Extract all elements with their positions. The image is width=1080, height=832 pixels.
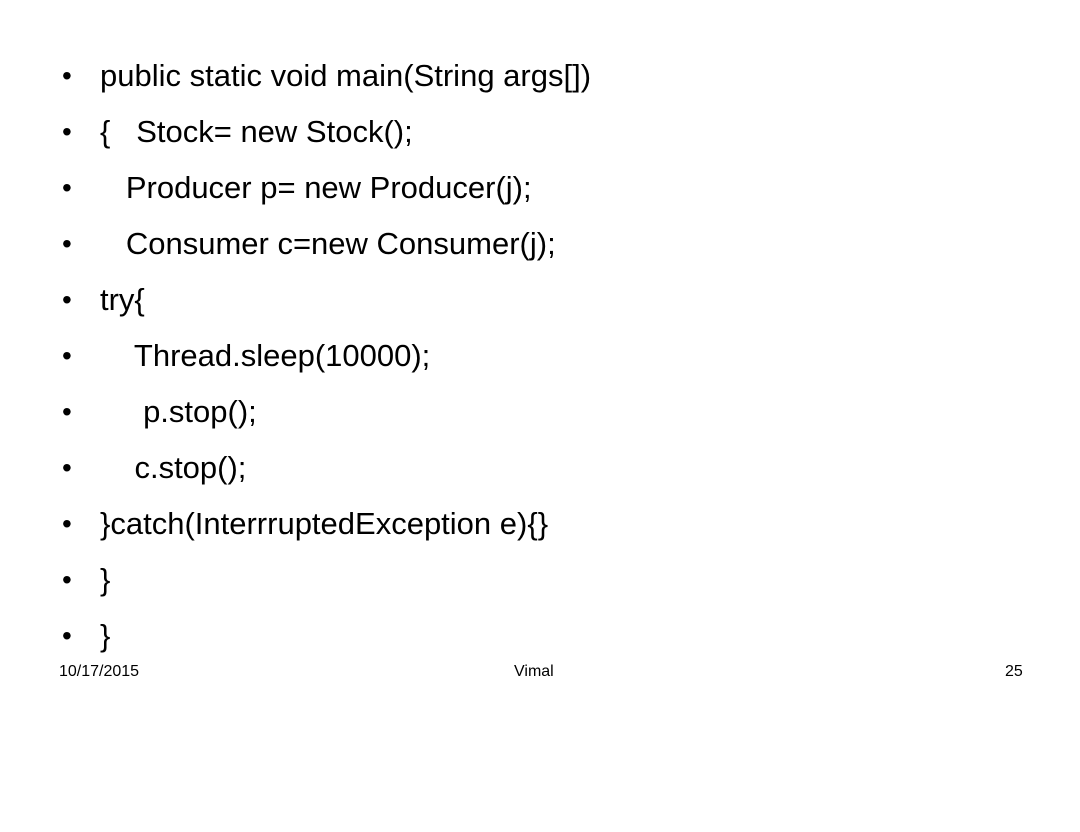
bullet-item: • try{ <box>62 272 1042 328</box>
bullet-icon: • <box>62 508 72 539</box>
bullet-item: • Thread.sleep(10000); <box>62 328 1042 384</box>
bullet-item: • c.stop(); <box>62 440 1042 496</box>
bullet-icon: • <box>62 620 72 651</box>
bullet-item: • { Stock= new Stock(); <box>62 104 1042 160</box>
bullet-item: • } <box>62 608 1042 664</box>
code-line: } <box>100 562 111 597</box>
code-line: Thread.sleep(10000); <box>100 338 431 373</box>
bullet-item: • public static void main(String args[]) <box>62 48 1042 104</box>
bullet-item: • Producer p= new Producer(j); <box>62 160 1042 216</box>
bullet-icon: • <box>62 228 72 259</box>
bullet-icon: • <box>62 172 72 203</box>
bullet-item: • Consumer c=new Consumer(j); <box>62 216 1042 272</box>
code-line: p.stop(); <box>100 394 257 429</box>
bullet-icon: • <box>62 564 72 595</box>
bullet-icon: • <box>62 116 72 147</box>
code-line: public static void main(String args[]) <box>100 58 592 93</box>
bullet-icon: • <box>62 340 72 371</box>
bullet-item: • p.stop(); <box>62 384 1042 440</box>
code-line: }catch(InterrruptedException e){} <box>100 506 549 541</box>
bullet-icon: • <box>62 284 72 315</box>
code-line: } <box>100 618 111 653</box>
bullet-item: • }catch(InterrruptedException e){} <box>62 496 1042 552</box>
code-line: Consumer c=new Consumer(j); <box>100 226 556 261</box>
slide: • public static void main(String args[])… <box>59 48 1042 680</box>
code-line: try{ <box>100 282 145 317</box>
bullet-icon: • <box>62 452 72 483</box>
code-line: { Stock= new Stock(); <box>100 114 413 149</box>
code-bullet-list: • public static void main(String args[])… <box>62 48 1042 664</box>
code-line: c.stop(); <box>100 450 247 485</box>
bullet-item: • } <box>62 552 1042 608</box>
footer-author: Vimal <box>514 663 554 680</box>
footer-page-number: 25 <box>1005 663 1023 680</box>
code-line: Producer p= new Producer(j); <box>100 170 532 205</box>
bullet-icon: • <box>62 396 72 427</box>
footer-date: 10/17/2015 <box>59 663 140 680</box>
bullet-icon: • <box>62 60 72 91</box>
